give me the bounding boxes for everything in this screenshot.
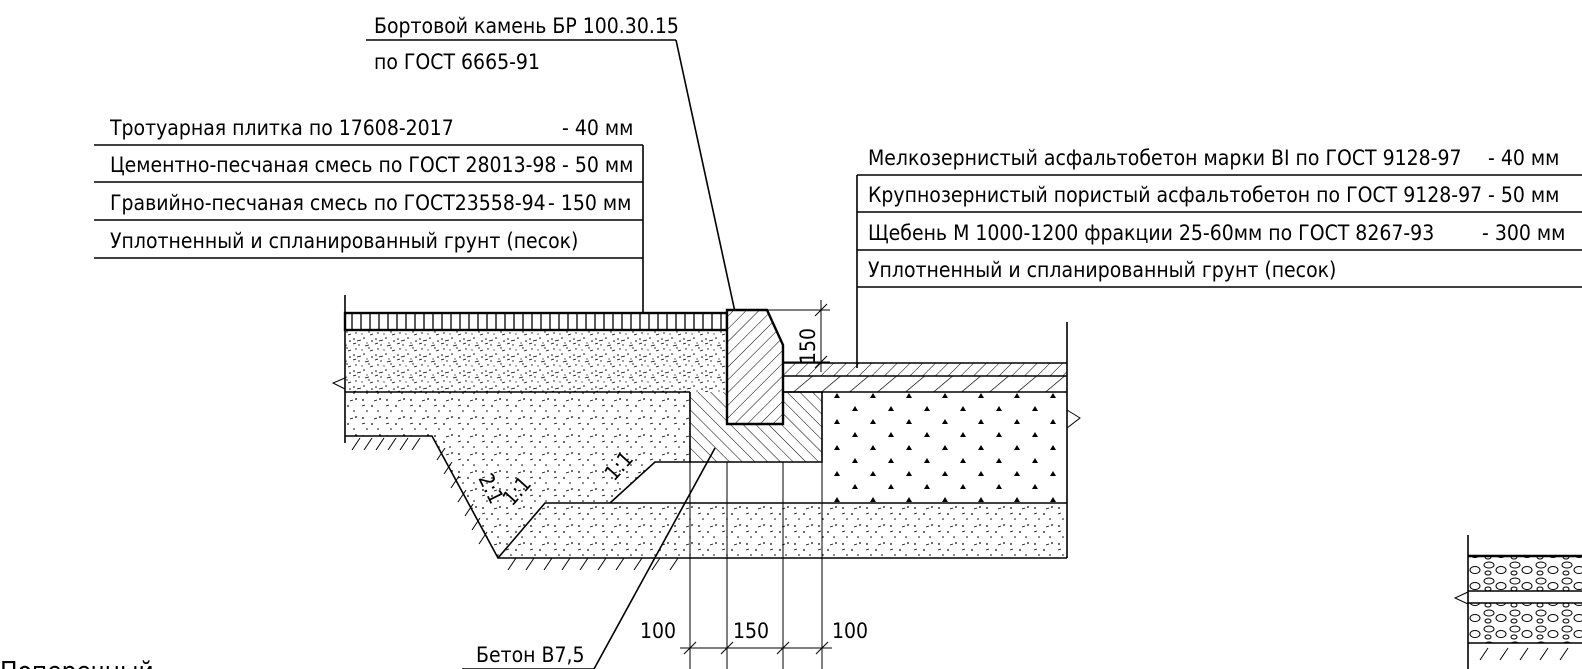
- sidewalk-layer-row: Цементно-песчаная смесь по ГОСТ 28013-98…: [94, 153, 643, 183]
- fine-asphalt-layer: [783, 363, 1067, 376]
- road-layer-row: Уплотненный и спланированный грунт (песо…: [857, 258, 1582, 288]
- concrete-leader-line: [593, 447, 716, 669]
- sidewalk-layer-row: Уплотненный и спланированный грунт (песо…: [94, 229, 643, 259]
- coarse-asphalt-layer: [783, 376, 1067, 392]
- road-layer-thickness: - 40 мм: [1488, 146, 1559, 170]
- curb-height-label: 150: [796, 328, 820, 364]
- gravel-sand-layer: [345, 392, 1067, 558]
- road-section: [783, 322, 1081, 558]
- road-layer-name: Мелкозернистый асфальтобетон марки BI по…: [868, 146, 1462, 170]
- partial-right-section: [1453, 535, 1582, 669]
- sidewalk-layer-table: Тротуарная плитка по 17608-2017 - 40 мм …: [94, 116, 644, 312]
- dimension-middle: 150: [733, 619, 769, 643]
- sidewalk-layer-name: Цементно-песчаная смесь по ГОСТ 28013-98: [110, 153, 556, 177]
- road-layer-table: Мелкозернистый асфальтобетон марки BI по…: [856, 146, 1582, 368]
- sidewalk-layer-thickness: - 50 мм: [562, 153, 633, 177]
- road-layer-thickness: - 300 мм: [1482, 221, 1565, 245]
- road-layer-name: Крупнозернистый пористый асфальтобетон п…: [868, 183, 1482, 207]
- road-layer-row: Щебень М 1000-1200 фракции 25-60мм по ГО…: [857, 221, 1582, 251]
- sidewalk-layer-row: Тротуарная плитка по 17608-2017 - 40 мм: [94, 116, 643, 146]
- stone-layer: [1468, 603, 1582, 643]
- sidewalk-layer-name: Тротуарная плитка по 17608-2017: [109, 116, 454, 140]
- road-layer-name: Щебень М 1000-1200 фракции 25-60мм по ГО…: [868, 221, 1434, 245]
- road-layer-name: Уплотненный и спланированный грунт (песо…: [868, 258, 1336, 282]
- sidewalk-section: [331, 295, 1067, 571]
- concrete-base: [690, 392, 822, 462]
- crushed-stone-layer: [822, 392, 1067, 503]
- sidewalk-layer-row: Гравийно-песчаная смесь по ГОСТ23558-94 …: [94, 191, 643, 221]
- curb-callout: Бортовой камень БР 100.30.15 по ГОСТ 666…: [366, 14, 736, 313]
- bottom-dimensions: 100 150 100: [640, 462, 868, 669]
- stone-layer: [1468, 556, 1582, 591]
- bottom-left-heading: Поперечный: [0, 657, 154, 669]
- paving-tile-layer: [345, 313, 727, 330]
- dimension-left: 100: [640, 619, 676, 643]
- curb-leader-line: [675, 39, 736, 313]
- sidewalk-layer-name: Уплотненный и спланированный грунт (песо…: [110, 229, 578, 253]
- curb-callout-line1: Бортовой камень БР 100.30.15: [374, 14, 679, 38]
- curb-stone: [727, 310, 783, 424]
- dimension-right: 100: [832, 619, 868, 643]
- road-layer-row: Мелкозернистый асфальтобетон марки BI по…: [857, 146, 1582, 176]
- concrete-callout: Бетон В7,5: [462, 447, 716, 669]
- curb-height-dimension: 150: [767, 300, 830, 372]
- road-layer-row: Крупнозернистый пористый асфальтобетон п…: [857, 183, 1582, 213]
- sidewalk-layer-thickness: - 150 мм: [548, 191, 631, 215]
- concrete-label: Бетон В7,5: [476, 643, 585, 667]
- ground-hatching: [351, 437, 679, 571]
- road-layer-thickness: - 50 мм: [1488, 183, 1559, 207]
- sidewalk-layer-thickness: - 40 мм: [562, 116, 633, 140]
- sidewalk-layer-name: Гравийно-песчаная смесь по ГОСТ23558-94: [110, 191, 546, 215]
- cement-sand-layer: [345, 330, 727, 392]
- curb-callout-line2: по ГОСТ 6665-91: [374, 50, 540, 74]
